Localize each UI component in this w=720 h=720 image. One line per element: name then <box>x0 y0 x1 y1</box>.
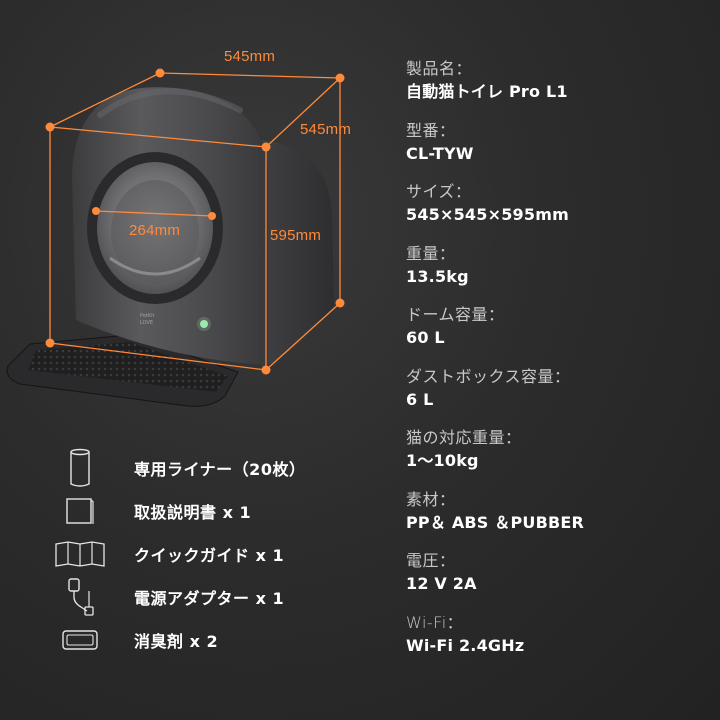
spec-label: 重量： <box>406 243 456 263</box>
spec-label: 型番： <box>406 120 456 140</box>
spec-label: サイズ： <box>406 182 472 201</box>
spec-value: 60 L <box>406 328 445 347</box>
depth-dimension-label: 545mm <box>300 121 352 138</box>
spec-wifi: Wi-Fi： Wi-Fi 2.4GHz <box>406 612 706 674</box>
litter-box-image: PetKit LOVE <box>6 68 345 407</box>
device-logo: PetKit <box>140 313 155 319</box>
accessory-item: 電源アダプター x 1 <box>50 575 380 618</box>
spec-value: 13.5kg <box>406 266 469 286</box>
quick-guide-icon <box>50 532 110 575</box>
product-illustration: PetKit LOVE 545mm 54 <box>0 0 400 430</box>
deodorizer-icon <box>50 618 110 661</box>
spec-dustbox-capacity: ダストボックス容量： 6 L <box>406 366 706 428</box>
spec-value: CL-TYW <box>406 143 474 163</box>
liner-roll-icon <box>50 446 110 489</box>
accessory-item: 専用ライナー（20枚） <box>50 446 380 489</box>
manual-icon <box>50 489 110 532</box>
accessory-item: 消臭剤 x 2 <box>50 618 380 661</box>
spec-value: 545×545×595mm <box>406 205 569 224</box>
spec-weight: 重量： 13.5kg <box>406 243 706 305</box>
spec-value: 12 V 2A <box>406 574 477 593</box>
spec-label: ダストボックス容量： <box>406 366 571 386</box>
spec-value: Wi-Fi 2.4GHz <box>406 635 525 655</box>
spec-cat-weight: 猫の対応重量： 1〜10kg <box>406 427 706 489</box>
spec-value: 1〜10kg <box>406 451 479 470</box>
dimension-lines <box>49 72 341 371</box>
accessory-label: 電源アダプター x 1 <box>134 588 285 608</box>
spec-list: 製品名： 自動猫トイレ Pro L1 型番： CL-TYW サイズ： 545×5… <box>406 58 706 673</box>
spec-material: 素材： PP＆ ABS ＆PUBBER <box>406 489 706 551</box>
svg-text:LOVE: LOVE <box>140 320 153 326</box>
height-dimension-label: 595mm <box>270 227 322 244</box>
spec-value: PP＆ ABS ＆PUBBER <box>406 512 585 532</box>
spec-value: 自動猫トイレ Pro L1 <box>406 82 568 101</box>
width-dimension-label: 545mm <box>224 48 276 65</box>
accessory-label: 専用ライナー（20枚） <box>134 459 306 479</box>
spec-size: サイズ： 545×545×595mm <box>406 181 706 243</box>
spec-label: 電圧： <box>406 551 456 570</box>
accessory-item: 取扱説明書 x 1 <box>50 489 380 532</box>
spec-label: Wi-Fi： <box>406 612 464 632</box>
spec-label: 素材： <box>406 489 456 509</box>
spec-value: 6 L <box>406 389 434 409</box>
spec-model: 型番： CL-TYW <box>406 120 706 182</box>
accessory-label: 消臭剤 x 2 <box>134 631 219 651</box>
spec-label: 猫の対応重量： <box>406 428 522 447</box>
spec-dome-capacity: ドーム容量： 60 L <box>406 304 706 366</box>
accessory-label: 取扱説明書 x 1 <box>134 502 252 522</box>
accessory-item: クイックガイド x 1 <box>50 532 380 575</box>
accessory-list: 専用ライナー（20枚） 取扱説明書 x 1 クイックガイド x 1 <box>50 446 380 661</box>
spec-label: ドーム容量： <box>406 305 505 324</box>
power-adapter-icon <box>50 575 110 618</box>
spec-voltage: 電圧： 12 V 2A <box>406 550 706 612</box>
dimension-points <box>45 68 345 375</box>
spec-label: 製品名： <box>406 59 473 78</box>
accessory-label: クイックガイド x 1 <box>134 545 285 565</box>
spec-product-name: 製品名： 自動猫トイレ Pro L1 <box>406 58 706 120</box>
entrance-dimension-label: 264mm <box>129 222 181 239</box>
